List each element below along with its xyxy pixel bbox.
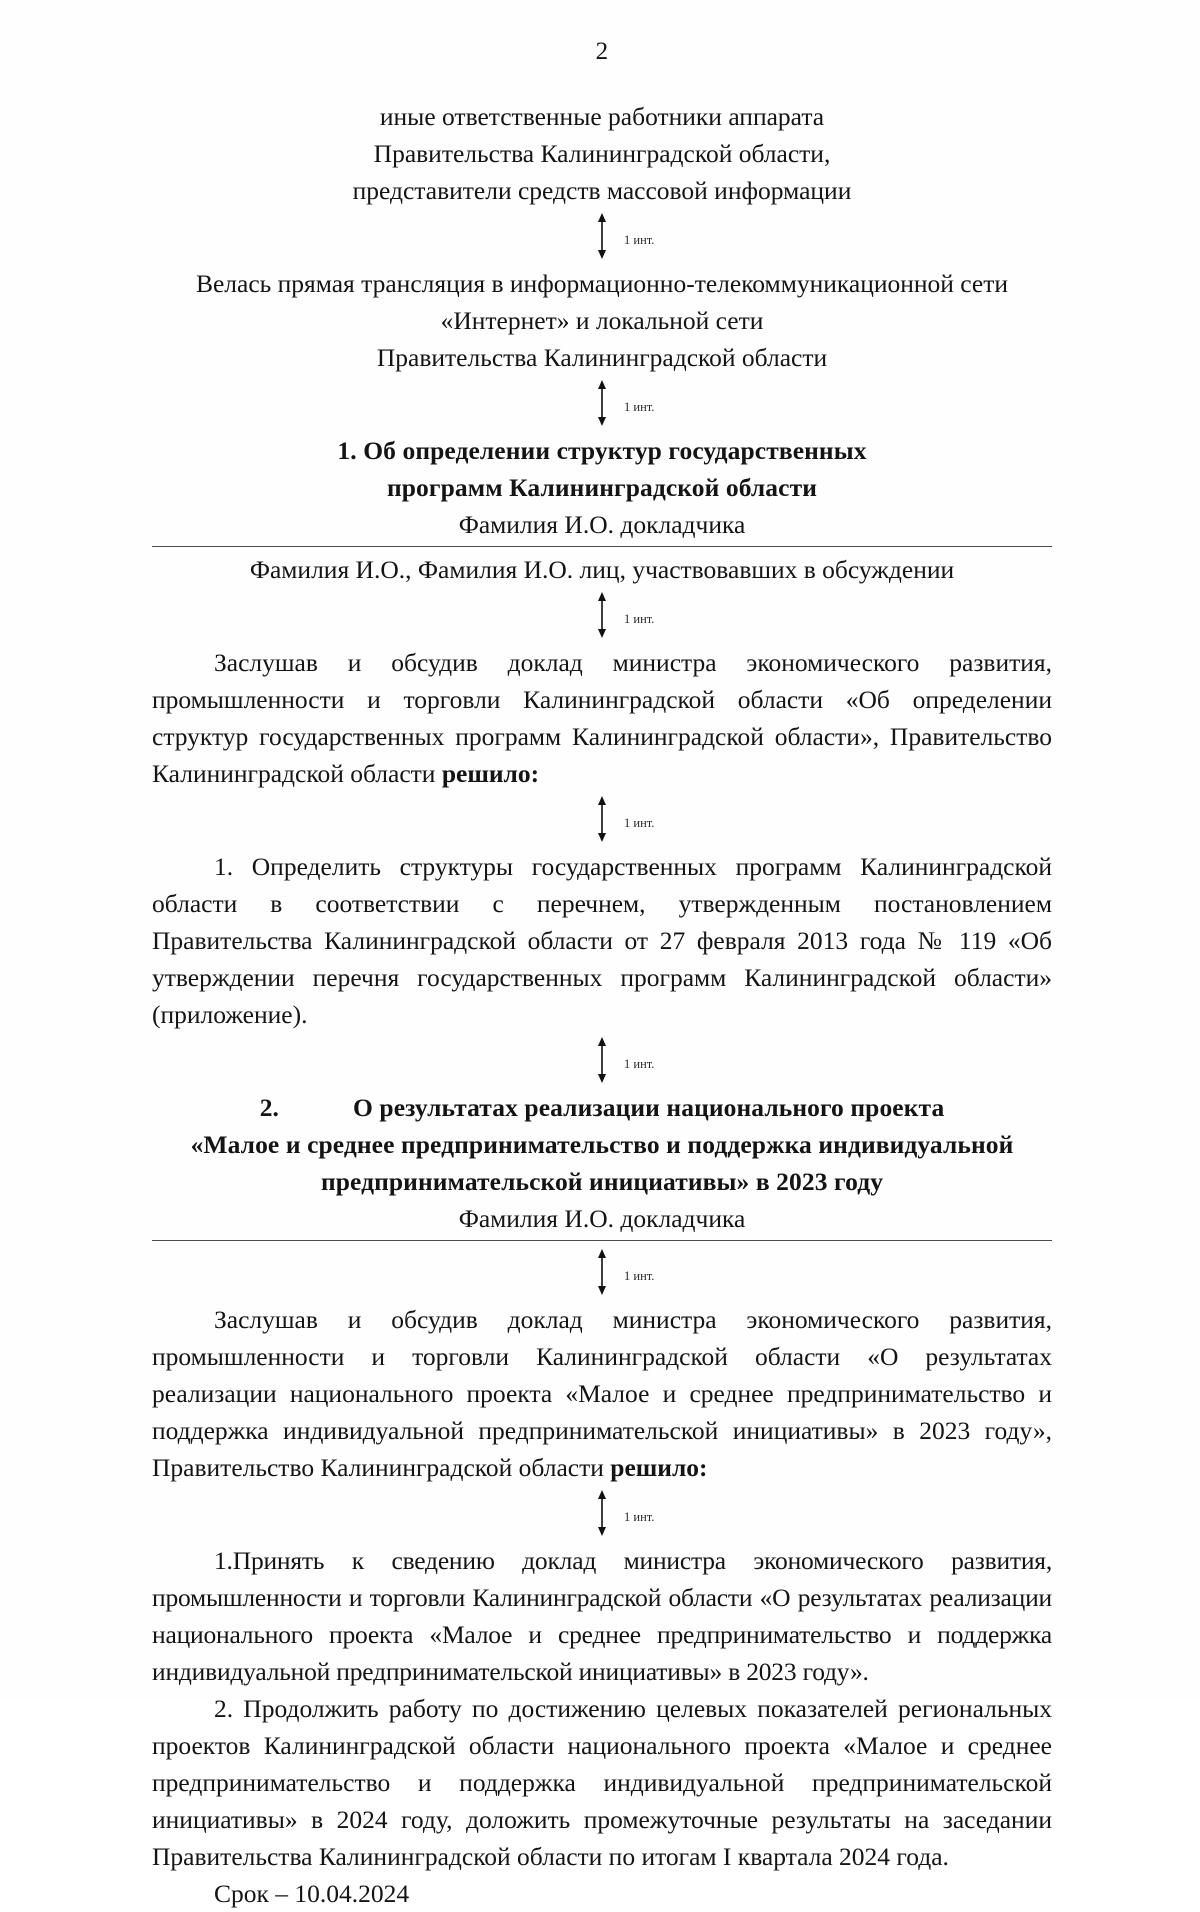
item1-preamble-verb: решило: [441, 759, 540, 788]
spacing-marker-label: 1 инт. [624, 400, 655, 414]
spacing-marker-4: 1 инт. [152, 792, 1052, 848]
item1-heading-line-2: программ Калининградской области [386, 473, 817, 502]
item2-heading: 2. О результатах реализации национального… [152, 1089, 1052, 1200]
divider-rule-1 [152, 546, 1052, 547]
document-page: 2 иные ответственные работники аппарата … [152, 38, 1053, 1908]
spacing-marker-6: 1 инт. [152, 1245, 1052, 1301]
double-arrow-icon [593, 796, 611, 842]
item2-preamble-verb: решило: [610, 1453, 708, 1482]
item2-deadline: Срок – 10.04.2024 [214, 1879, 410, 1908]
attendees-line-3: представители средств массовой информаци… [352, 176, 852, 205]
spacing-marker-2: 1 инт. [152, 376, 1052, 432]
item1-preamble-text: Заслушав и обсудив доклад министра эконо… [152, 648, 1052, 788]
spacing-marker-1: 1 инт. [152, 209, 1052, 265]
item2-heading-text-1: О результатах реализации национального п… [353, 1093, 945, 1122]
item2-heading-number: 2. [259, 1093, 280, 1122]
divider-rule-2 [152, 1240, 1052, 1241]
item2-heading-line-3: предпринимательской инициативы» в 2023 г… [320, 1167, 884, 1196]
double-arrow-icon [593, 1249, 611, 1295]
item2-speaker: Фамилия И.О. докладчика [458, 1204, 746, 1233]
item2-resolution-2: 2. Продолжить работу по достижению целев… [152, 1694, 1052, 1871]
item2-preamble-text: Заслушав и обсудив доклад министра эконо… [152, 1305, 1052, 1482]
broadcast-line-2: «Интернет» и локальной сети [440, 306, 764, 335]
double-arrow-icon [593, 592, 611, 638]
page-content: 2 иные ответственные работники аппарата … [152, 0, 1052, 1912]
double-arrow-icon [593, 1490, 611, 1536]
double-arrow-icon [593, 1037, 611, 1083]
spacing-marker-7: 1 инт. [152, 1486, 1052, 1542]
broadcast-block: Велась прямая трансляция в информационно… [152, 265, 1052, 376]
spacing-marker-label: 1 инт. [624, 1510, 655, 1524]
spacing-marker-3: 1 инт. [152, 588, 1052, 644]
spacing-marker-label: 1 инт. [624, 816, 655, 830]
item1-preamble: Заслушав и обсудив доклад министра эконо… [152, 644, 1052, 792]
item1-heading-line-1: 1. Об определении структур государственн… [337, 436, 867, 465]
item1-resolution-1: 1. Определить структуры государственных … [152, 852, 1052, 1029]
spacing-marker-label: 1 инт. [624, 612, 655, 626]
page-number: 2 [595, 38, 609, 65]
spacing-marker-label: 1 инт. [624, 1057, 655, 1071]
broadcast-line-3: Правительства Калининградской области [376, 343, 828, 372]
item1-participants: Фамилия И.О., Фамилия И.О. лиц, участвов… [249, 555, 955, 584]
attendees-line-1: иные ответственные работники аппарата [379, 102, 825, 131]
double-arrow-icon [593, 380, 611, 426]
attendees-line-2: Правительства Калининградской области, [373, 139, 831, 168]
item2-heading-line-1: 2. О результатах реализации национального… [152, 1089, 1052, 1126]
spacing-marker-label: 1 инт. [624, 233, 655, 247]
item2-preamble: Заслушав и обсудив доклад министра эконо… [152, 1301, 1052, 1486]
attendees-block: иные ответственные работники аппарата Пр… [152, 98, 1052, 209]
double-arrow-icon [593, 213, 611, 259]
item2-resolution-1: 1.Принять к сведению доклад министра эко… [152, 1546, 1052, 1686]
item1-heading: 1. Об определении структур государственн… [152, 432, 1052, 506]
spacing-marker-5: 1 инт. [152, 1033, 1052, 1089]
item1-speaker: Фамилия И.О. докладчика [458, 510, 746, 539]
broadcast-line-1: Велась прямая трансляция в информационно… [195, 269, 1009, 298]
item2-heading-line-2: «Малое и среднее предпринимательство и п… [190, 1130, 1014, 1159]
spacing-marker-label: 1 инт. [624, 1269, 655, 1283]
